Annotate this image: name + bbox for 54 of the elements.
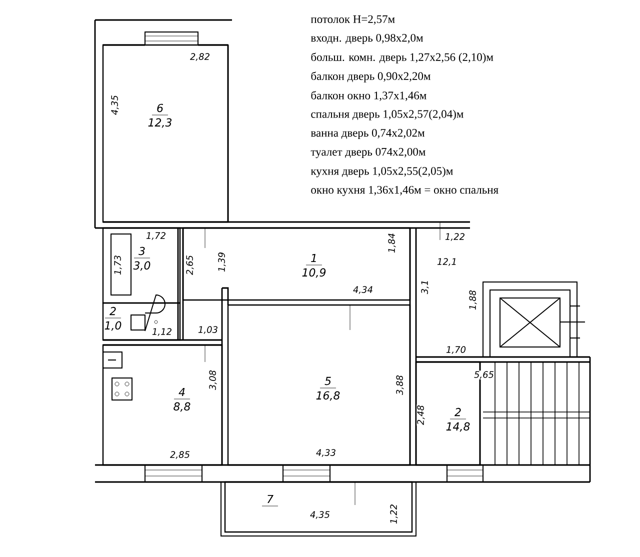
dimension-label: 4,35 bbox=[309, 510, 331, 520]
room-area: 8,8 bbox=[174, 402, 190, 412]
note-text: кухня дверь 1,05x2,55(2,05)м bbox=[310, 166, 453, 178]
dimension-label: 3,88 bbox=[396, 374, 404, 396]
dimension-label: 3,1 bbox=[420, 279, 430, 295]
dimension-label: 3,08 bbox=[208, 369, 218, 391]
room bbox=[102, 344, 223, 466]
dimension-label: 1,72 bbox=[145, 232, 167, 240]
room-area: 3,0 bbox=[133, 261, 150, 271]
dimension-label: 2,48 bbox=[416, 404, 426, 426]
dimension-label: 1,03 bbox=[197, 326, 219, 334]
note-text: больш. комн. дверь 1,27x2,56 (2,10)м bbox=[311, 52, 494, 64]
dimension-label: 4,34 bbox=[352, 286, 374, 294]
dimension-label: 1,73 bbox=[114, 254, 122, 276]
room bbox=[102, 302, 181, 341]
dimension-label: 1,12 bbox=[151, 328, 173, 336]
dimension-label: 1,22 bbox=[390, 503, 398, 525]
room bbox=[227, 304, 411, 466]
dimension-label: 2,85 bbox=[169, 450, 191, 460]
dimension-label: 4,35 bbox=[110, 94, 120, 116]
dimension-label: 1,70 bbox=[445, 346, 467, 354]
room-number: 6 bbox=[157, 104, 163, 112]
dimension-label: 12,1 bbox=[436, 258, 458, 266]
note-text: туалет дверь 074x2,00м bbox=[310, 148, 426, 158]
dimension-label: 1,88 bbox=[468, 289, 478, 311]
dimension-label: 4,33 bbox=[315, 448, 337, 458]
note-text: окно кухня 1,36x1,46м = окно спальня bbox=[311, 186, 498, 196]
note-text: балкон дверь 0,90x2,20м bbox=[311, 72, 430, 82]
room-number: 3 bbox=[138, 246, 145, 256]
room-number: 4 bbox=[178, 388, 185, 396]
note-text: ванна дверь 0,74x2,02м bbox=[310, 128, 425, 140]
note-text: входн. дверь 0,98x2,0м bbox=[310, 34, 424, 44]
note-text: балкон окно 1,37x1,46м bbox=[311, 91, 426, 101]
room bbox=[102, 44, 229, 223]
dimension-label: 2,65 bbox=[186, 254, 194, 276]
room bbox=[102, 227, 181, 304]
dimension-label: 1,39 bbox=[218, 251, 226, 273]
room-area: 1,0 bbox=[104, 321, 122, 331]
room-number: 7 bbox=[268, 495, 274, 504]
dimension-label: 1,22 bbox=[444, 232, 466, 242]
room-number: 5 bbox=[324, 376, 331, 386]
note-text: потолок H=2,57м bbox=[310, 15, 395, 25]
room-area: 12,3 bbox=[148, 118, 172, 128]
room-number: 1 bbox=[311, 254, 316, 262]
room-area: 10,9 bbox=[302, 268, 326, 278]
room-number: 2 bbox=[110, 306, 116, 316]
room-area: 16,8 bbox=[316, 391, 340, 401]
dimension-label: 2,82 bbox=[189, 52, 211, 62]
note-text: спальня дверь 1,05x2,57(2,04)м bbox=[311, 110, 464, 120]
room bbox=[182, 227, 411, 301]
room-number: 2 bbox=[454, 408, 461, 416]
room-area: 14,8 bbox=[446, 422, 470, 432]
dimension-label: 5,65 bbox=[473, 370, 495, 380]
dimension-label: 1,84 bbox=[388, 232, 396, 254]
